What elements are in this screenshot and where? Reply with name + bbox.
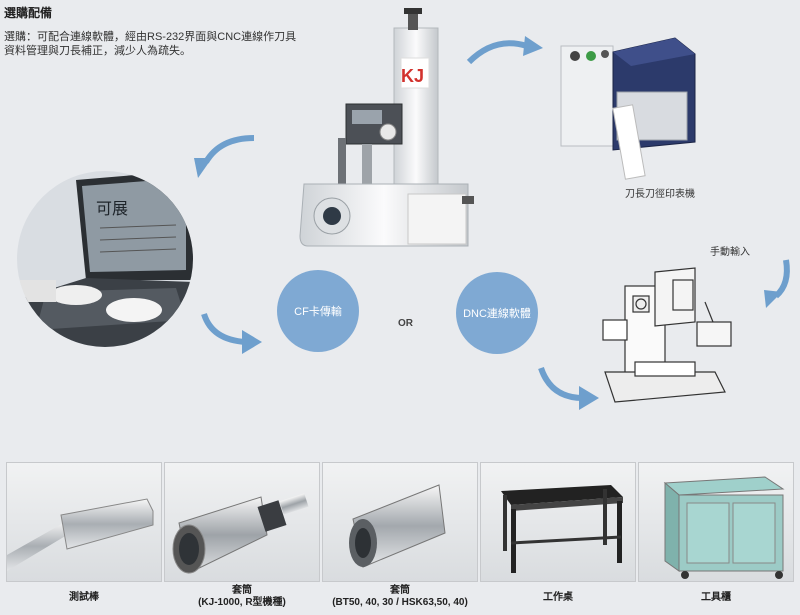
dnc-software-badge: DNC連線軟體 <box>456 272 538 354</box>
brand-logo: KJ <box>401 66 424 86</box>
accessory-tile-work-table <box>480 462 636 582</box>
header: 選購配備 選購：可配合連線軟體，經由RS-232界面與CNC連線作刀具資料管理與… <box>4 4 304 58</box>
page-title: 選購配備 <box>4 6 53 20</box>
cf-card-transfer-badge: CF卡傳輸 <box>277 270 359 352</box>
laptop-screen-text: 可展 <box>96 201 128 218</box>
or-label: OR <box>398 318 413 329</box>
caption-tool-cabinet: 工具櫃 <box>701 592 731 603</box>
accessory-tile-test-bar <box>6 462 162 582</box>
manual-input-label: 手動輸入 <box>710 247 750 258</box>
accessory-gallery <box>6 462 796 582</box>
caption-sleeve-kj1000: 套筒 (KJ-1000, R型機種) <box>198 585 286 608</box>
printer-label: 刀長刀徑印表機 <box>625 189 695 200</box>
cf-card-label: CF卡傳輸 <box>294 306 342 318</box>
accessory-tile-sleeve-bt <box>322 462 478 582</box>
cnc-machine-image <box>595 262 737 412</box>
tool-presetter-image: KJ <box>298 8 476 258</box>
page-description: 選購：可配合連線軟體，經由RS-232界面與CNC連線作刀具資料管理與刀長補正，… <box>4 31 297 57</box>
tool-label-printer-image <box>555 32 703 182</box>
arrow-manual-input-icon <box>764 259 790 308</box>
caption-work-table: 工作桌 <box>543 592 573 603</box>
dnc-label: DNC連線軟體 <box>463 308 531 320</box>
caption-test-bar: 測試棒 <box>69 592 99 603</box>
accessory-tile-tool-cabinet <box>638 462 794 582</box>
arrow-to-laptop-icon <box>194 135 255 178</box>
arrow-to-cnc-icon <box>538 366 599 410</box>
caption-sleeve-bt: 套筒 (BT50, 40, 30 / HSK63,50, 40) <box>332 585 468 608</box>
laptop-typing-image: 可展 <box>16 170 194 348</box>
arrow-to-cf-card-icon <box>201 312 262 354</box>
arrow-to-printer-icon <box>466 36 543 65</box>
accessory-tile-sleeve-kj1000 <box>164 462 320 582</box>
